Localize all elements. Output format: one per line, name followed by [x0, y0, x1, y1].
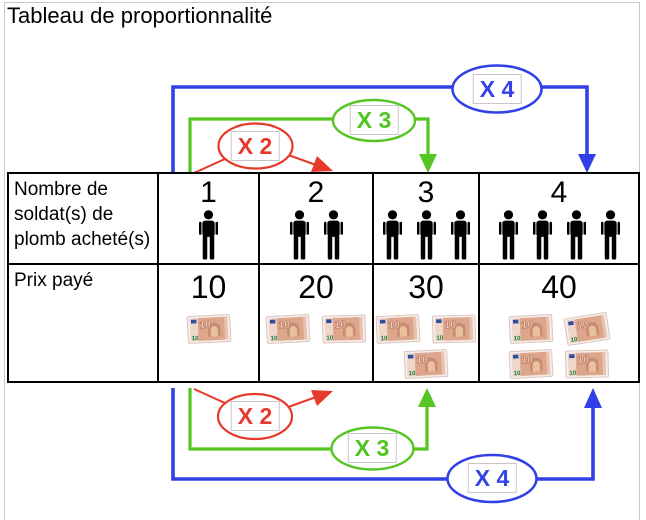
ten-euro-banknote-icon: 10 10: [508, 313, 554, 345]
soldier-icon: [380, 210, 405, 260]
ten-euro-banknote-icon: 10 10: [186, 313, 231, 345]
soldier-icon: [196, 210, 221, 260]
svg-text:10: 10: [436, 335, 444, 342]
svg-text:10: 10: [521, 355, 533, 367]
svg-text:10: 10: [278, 320, 290, 332]
top-x2-arrowhead: [311, 156, 333, 172]
top-x3-arrow-line: [188, 117, 430, 173]
soldier-icon: [287, 210, 312, 260]
ten-euro-banknote-icon: 10 10: [563, 312, 611, 347]
soldiers-cell-3: 3: [372, 172, 480, 265]
banknote-icons: 10 10 10 10 10 10: [497, 312, 621, 380]
soldier-icons: [260, 210, 372, 260]
banknote-icons: 10 10 10 10: [264, 313, 368, 345]
soldier-icon: [496, 210, 521, 260]
svg-text:10: 10: [577, 355, 589, 366]
soldier-count: 1: [200, 176, 217, 209]
price-value: 10: [190, 269, 227, 305]
soldier-count: 4: [550, 176, 568, 209]
ten-euro-banknote-icon: 10 10: [564, 349, 610, 379]
top-x3-oval: [331, 98, 417, 143]
svg-text:10: 10: [444, 320, 456, 331]
soldier-icons: [159, 210, 258, 260]
soldiers-cell-1: 1: [157, 172, 260, 265]
svg-text:10: 10: [270, 335, 278, 342]
price-row-header: Prix payé: [14, 270, 94, 291]
price-value: 20: [298, 269, 334, 305]
price-value: 40: [541, 269, 577, 305]
soldier-icon: [530, 210, 555, 260]
svg-text:10: 10: [388, 320, 400, 332]
svg-text:10: 10: [199, 320, 211, 332]
proportionality-table: Nombre de soldat(s) de plomb acheté(s) 1…: [7, 172, 640, 383]
ten-euro-banknote-icon: 10 10: [508, 348, 554, 380]
bottom-x3-oval: [330, 426, 415, 471]
soldier-icons: [480, 210, 638, 260]
bottom-x4-arrow-line: [171, 388, 595, 481]
svg-text:10: 10: [326, 335, 334, 342]
ten-euro-banknote-icon: 10 10: [265, 313, 311, 345]
price-value: 30: [408, 269, 444, 305]
bottom-x2-oval: [216, 392, 294, 441]
top-x3-arrowhead: [419, 154, 437, 173]
svg-text:10: 10: [334, 320, 346, 331]
soldier-icons: [374, 210, 478, 260]
svg-text:10: 10: [570, 336, 578, 344]
soldier-count: 2: [307, 176, 325, 209]
bottom-x4-oval: [446, 453, 538, 504]
bottom-x4-label: X 4: [467, 463, 517, 493]
bottom-x2-label: X 2: [230, 401, 280, 431]
banknote-icons: 10 10 10 10 10 10: [374, 313, 478, 380]
top-x4-arrow-line: [171, 85, 589, 173]
soldier-icon: [564, 210, 589, 260]
top-x4-label: X 4: [472, 74, 522, 104]
svg-text:10: 10: [416, 355, 428, 367]
bottom-x3-arrow-line: [188, 388, 429, 451]
bottom-x3-label: X 3: [347, 433, 397, 463]
soldier-count: 3: [417, 176, 435, 209]
top-x3-label: X 3: [349, 105, 399, 135]
svg-text:10: 10: [380, 335, 388, 342]
svg-text:10: 10: [513, 335, 521, 342]
ten-euro-banknote-icon: 10 10: [403, 348, 449, 380]
ten-euro-banknote-icon: 10 10: [431, 314, 477, 344]
svg-text:10: 10: [408, 370, 416, 377]
bottom-x3-arrowhead: [418, 388, 436, 407]
soldier-icon: [448, 210, 473, 260]
svg-text:10: 10: [521, 320, 533, 332]
price-row-header-cell: Prix payé: [7, 263, 159, 383]
banknote-icons: 10 10: [179, 313, 239, 345]
soldiers-cell-4: 4: [478, 172, 640, 265]
soldiers-row-header-cell: Nombre de soldat(s) de plomb acheté(s): [7, 172, 159, 265]
soldiers-row-header: Nombre de soldat(s) de plomb acheté(s): [14, 179, 151, 251]
top-x2-label: X 2: [230, 131, 280, 161]
bottom-x2-arrowhead: [311, 390, 333, 406]
soldiers-cell-2: 2: [258, 172, 374, 265]
price-row: Prix payé 10 10 10 20: [7, 263, 640, 383]
price-cell-4: 40 10 10 10 10: [478, 263, 640, 383]
svg-text:10: 10: [569, 370, 577, 377]
bottom-x4-arrowhead: [584, 388, 602, 408]
soldier-icon: [414, 210, 439, 260]
ten-euro-banknote-icon: 10 10: [321, 314, 367, 344]
page-border: [4, 2, 640, 520]
top-x4-oval: [451, 64, 543, 114]
soldier-icon: [598, 210, 623, 260]
svg-text:10: 10: [513, 370, 521, 377]
svg-text:10: 10: [191, 335, 199, 342]
page-title: Tableau de proportionnalité: [7, 3, 273, 28]
price-cell-3: 30 10 10 10 10: [372, 263, 480, 383]
top-x2-oval: [217, 122, 294, 170]
top-x4-arrowhead: [578, 154, 596, 173]
soldiers-row: Nombre de soldat(s) de plomb acheté(s) 1…: [7, 172, 640, 265]
svg-text:10: 10: [576, 320, 589, 333]
price-cell-1: 10 10 10: [157, 263, 260, 383]
soldier-icon: [321, 210, 346, 260]
price-cell-2: 20 10 10 10 10: [258, 263, 374, 383]
ten-euro-banknote-icon: 10 10: [375, 313, 421, 345]
